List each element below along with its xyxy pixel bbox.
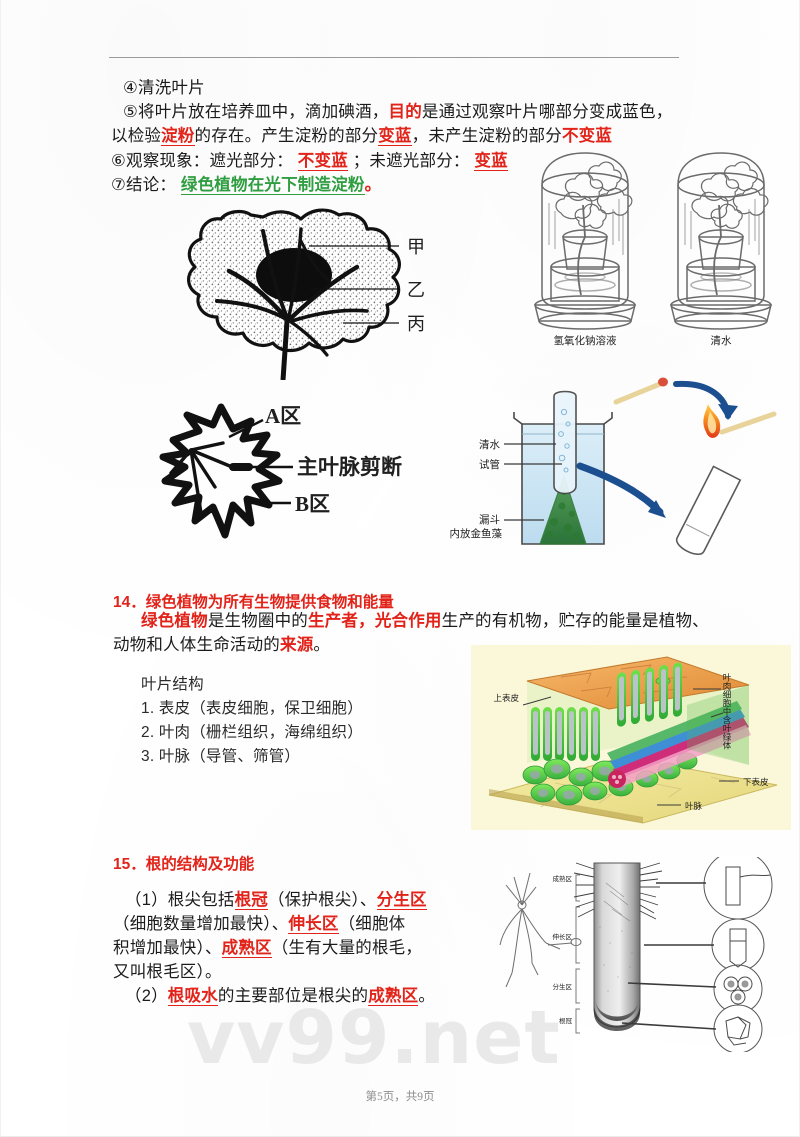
s15-l1-b: 根冠 [234, 891, 268, 910]
step-6-part-c: ；未遮光部分： [352, 152, 470, 170]
leaf-structure-title: 叶片结构 [141, 676, 204, 693]
step-6-answer-shaded: 不变蓝 [297, 152, 348, 171]
site-watermark: vv99.net [187, 995, 561, 1081]
step-7-conclusion: 绿色植物在光下制造淀粉 [180, 176, 365, 195]
leaf-structure-item-2: 2. 叶肉（栅栏组织，海绵组织） [141, 724, 363, 741]
page-footer: 第5页，共9页 [365, 1091, 435, 1103]
section-15-line-2: （细胞数量增加最快）、伸长区（细胞体 [113, 915, 406, 934]
maple-label-b: B区 [295, 492, 330, 516]
s15-l1-c: （保护根尖）、 [267, 891, 377, 909]
s15-l3-b: 成熟区 [221, 939, 272, 958]
step-5-line-1: ⑤将叶片放在培养皿中，滴加碘酒，目的是通过观察叶片哪部分变成蓝色， [123, 104, 672, 121]
header-rule [109, 57, 679, 58]
s15-l5-a: （2） [125, 987, 168, 1005]
step-6-answer-unshaded: 变蓝 [474, 152, 508, 171]
root-label-root-cap: 根冠 [559, 1016, 573, 1025]
section-14-paragraph-line-1: 绿色植物是生物圈中的生产者，光合作用生产的有机物，贮存的能量是植物、 [141, 613, 709, 630]
s15-l5-e: 。 [418, 987, 436, 1005]
bell-jar-figure: 氢氧化钠溶液 清水 [509, 145, 795, 360]
s15-l2-c: （细胞体 [338, 915, 406, 933]
section-14-paragraph-line-2: 动物和人体生命活动的来源。 [113, 637, 330, 654]
maple-leaf-figure: A区 主叶脉剪断 B区 [151, 395, 481, 565]
section-15-line-5: （2）根吸水的主要部位是根尖的成熟区。 [125, 987, 436, 1006]
s14-p1-d: ， [358, 612, 375, 630]
leaf-label-jia: 甲 [407, 237, 425, 257]
s14-p1-c: 生产者 [308, 612, 359, 630]
section-14-heading: 14．绿色植物为所有生物提供食物和能量 [113, 594, 394, 611]
section-15-line-4: 又叫根毛区）。 [113, 964, 222, 981]
leaf-label-yi: 乙 [407, 280, 425, 300]
step-6-line: ⑥观察现象：遮光部分： 不变蓝 ；未遮光部分： 变蓝 [111, 152, 508, 171]
leaf-cross-section-figure: 上表皮 下表皮 叶脉 叶肉细胞中含叶绿体 [471, 645, 791, 830]
beaker-label-funnel-note: 内放金鱼藻 [450, 527, 503, 540]
step-7-period: 。 [364, 176, 382, 194]
root-label-elongation: 伸长区 [553, 932, 573, 941]
step-5-part-a: ⑤将叶片放在培养皿中，滴加碘酒， [123, 103, 389, 121]
beaker-oxygen-figure: 清水 试管 漏斗 内放金鱼藻 [444, 372, 796, 572]
s14-p2-b: 来源 [280, 636, 314, 654]
section-15-line-3: 积增加最快）、成熟区（生有大量的根毛， [113, 939, 423, 958]
bell-jar-right-label: 清水 [711, 334, 732, 347]
maple-label-cut: 主叶脉剪断 [297, 455, 402, 479]
root-label-meristem: 分生区 [553, 982, 573, 991]
s15-l3-a: 积增加最快）、 [113, 939, 222, 957]
s14-p1-b: 是生物圈中的 [207, 612, 309, 630]
leaf-cross-label-lower-epidermis: 下表皮 [743, 777, 769, 787]
step-5-part-c: 是通过观察叶片哪部分变成蓝色， [421, 103, 673, 121]
stippled-leaf-figure: 甲 乙 丙 [151, 205, 481, 380]
step-5-emphasis-turns-blue: 变蓝 [378, 127, 412, 146]
step-7-line: ⑦结论： 绿色植物在光下制造淀粉。 [111, 176, 382, 195]
step-5-emphasis-purpose: 目的 [388, 103, 422, 121]
s15-l2-a: （细胞数量增加最快）、 [113, 915, 289, 933]
s14-p2-c: 。 [313, 636, 331, 654]
root-tip-figure: 成熟区 伸长区 分生区 根冠 [488, 857, 793, 1052]
leaf-structure-item-3: 3. 叶脉（导管、筛管） [141, 748, 301, 765]
step-4-line: ④清洗叶片 [123, 80, 205, 97]
s15-l2-b: 伸长区 [288, 915, 339, 934]
leaf-cross-label-upper-epidermis: 上表皮 [493, 693, 519, 703]
step-5-part-d: 以检验 [111, 127, 162, 145]
step-5-emphasis-not-blue: 不变蓝 [561, 127, 613, 145]
s15-l3-c: （生有大量的根毛， [271, 939, 423, 957]
beaker-label-tube: 试管 [479, 458, 500, 471]
step-5-part-f: 的存在。产生淀粉的部分 [194, 127, 379, 145]
step-4-text: ④清洗叶片 [123, 79, 205, 97]
s14-p2-a: 动物和人体生命活动的 [113, 636, 280, 654]
root-label-maturation: 成熟区 [553, 874, 573, 883]
leaf-structure-item-1: 1. 表皮（表皮细胞，保卫细胞） [141, 700, 363, 717]
leaf-cross-label-mesophyll: 叶肉细胞中含叶绿体 [722, 673, 732, 750]
beaker-label-water: 清水 [479, 438, 500, 451]
leaf-cross-label-vein: 叶脉 [685, 801, 703, 811]
leaf-label-bing: 丙 [407, 314, 425, 334]
maple-label-a: A区 [265, 404, 301, 428]
s15-l5-b: 根吸水 [167, 987, 218, 1006]
section-15-line-1: （1）根尖包括根冠（保护根尖）、分生区 [125, 891, 427, 910]
step-5-part-h: ，未产生淀粉的部分 [411, 127, 562, 145]
s15-l5-d: 成熟区 [368, 987, 419, 1006]
step-5-line-2: 以检验淀粉的存在。产生淀粉的部分变蓝，未产生淀粉的部分不变蓝 [111, 127, 613, 146]
s15-l1-d: 分生区 [376, 891, 427, 910]
beaker-label-funnel: 漏斗 [479, 514, 500, 526]
s15-l5-c: 的主要部位是根尖的 [217, 987, 369, 1005]
s14-p1-f: 生产的有机物，贮存的能量是植物、 [441, 612, 709, 630]
s14-p1-e: 光合作用 [374, 612, 442, 630]
step-6-part-a: ⑥观察现象：遮光部分： [111, 152, 293, 170]
s15-l1-a: （1）根尖包括 [125, 891, 235, 909]
s15-l4-a: 又叫根毛区）。 [113, 963, 222, 981]
step-7-part-a: ⑦结论： [111, 176, 177, 194]
s14-p1-a: 绿色植物 [141, 612, 208, 630]
step-5-emphasis-starch: 淀粉 [161, 127, 195, 146]
section-15-heading: 15．根的结构及功能 [113, 856, 255, 873]
bell-jar-left-label: 氢氧化钠溶液 [554, 334, 617, 347]
